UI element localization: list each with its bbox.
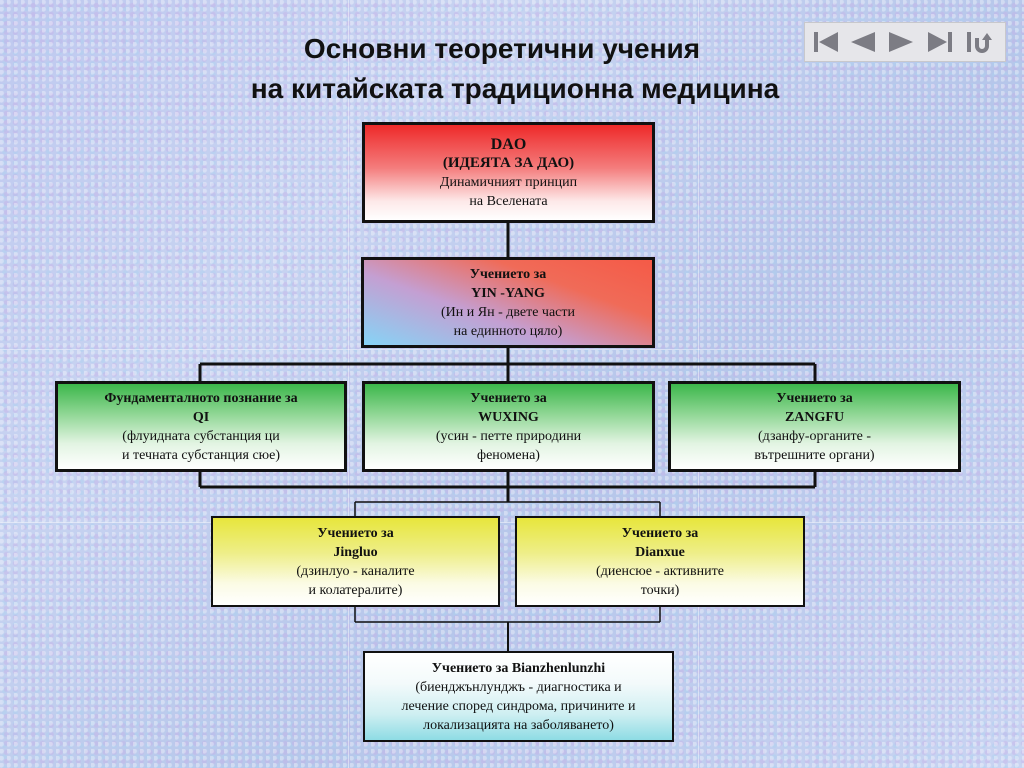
zangfu-heading: Учението за	[776, 390, 853, 406]
bianzhenlunzhi-description-3: локализацията на заболяването)	[423, 717, 614, 733]
dianxue-heading: Учението за	[621, 525, 699, 541]
return-icon[interactable]	[965, 30, 995, 54]
previous-slide-icon[interactable]	[847, 30, 877, 54]
yin-yang-description: (Ин и Ян - двете части	[440, 304, 576, 320]
qi-title: QI	[192, 409, 210, 425]
wuxing-description: (усин - петте природини	[435, 428, 582, 444]
yin-yang-description-2: на единното цяло)	[453, 323, 563, 339]
yin-yang-title: YIN -YANG	[471, 285, 545, 301]
next-slide-icon[interactable]	[887, 30, 917, 54]
dianxue-box: Учението за Dianxue (диенсюе - активните…	[515, 516, 805, 607]
wuxing-title: WUXING	[478, 409, 539, 425]
yin-yang-box: Учението за YIN -YANG (Ин и Ян - двете ч…	[361, 257, 655, 348]
dao-description-2: на Вселената	[469, 193, 548, 209]
qi-description-2: и течната субстанция сюе)	[121, 447, 280, 463]
dianxue-description-2: точки)	[640, 582, 680, 598]
last-slide-icon[interactable]	[925, 30, 955, 54]
jingluo-box: Учението за Jingluo (дзинлуо - каналите …	[211, 516, 500, 607]
background-seam	[0, 522, 1024, 523]
background-seam	[0, 349, 1024, 350]
wuxing-box: Учението за WUXING (усин - петте природи…	[362, 381, 655, 472]
bianzhenlunzhi-title: Учението за Bianzhenlunzhi	[431, 660, 606, 676]
dianxue-description: (диенсюе - активните	[596, 563, 724, 579]
qi-description: (флуидната субстанция ци	[122, 428, 280, 444]
zangfu-title: ZANGFU	[784, 409, 845, 425]
slide-navigation-bar	[804, 22, 1006, 62]
wuxing-heading: Учението за	[470, 390, 547, 406]
qi-heading: Фундаменталното познание за	[104, 390, 298, 406]
dao-box: DAO (ИДЕЯТА ЗА ДАО) Динамичният принцип …	[362, 122, 655, 223]
dianxue-title: Dianxue	[635, 544, 685, 560]
dao-subtitle: (ИДЕЯТА ЗА ДАО)	[442, 154, 575, 171]
bianzhenlunzhi-description-2: лечение според синдрома, причините и	[401, 698, 636, 714]
zangfu-box: Учението за ZANGFU (дзанфу-органите - въ…	[668, 381, 961, 472]
zangfu-description-2: вътрешните органи)	[754, 447, 875, 463]
slide-title-line-2: на китайската традиционна медицина	[250, 73, 780, 104]
dao-title: DAO	[490, 135, 527, 153]
bianzhenlunzhi-description: (биенджънлунджъ - диагностика и	[415, 679, 622, 695]
yin-yang-heading: Учението за	[469, 266, 547, 282]
jingluo-description-2: и колатералите)	[308, 582, 403, 598]
background-seam	[348, 0, 349, 768]
jingluo-heading: Учението за	[317, 525, 394, 541]
qi-box: Фундаменталното познание за QI (флуиднат…	[55, 381, 347, 472]
wuxing-description-2: феномена)	[477, 447, 540, 463]
bianzhenlunzhi-box: Учението за Bianzhenlunzhi (биенджънлунд…	[363, 651, 674, 742]
slide-title-line-1: Основни теоретични учения	[303, 33, 701, 64]
first-slide-icon[interactable]	[811, 30, 841, 54]
jingluo-description: (дзинлуо - каналите	[296, 563, 415, 579]
zangfu-description: (дзанфу-органите -	[757, 428, 871, 444]
dao-description: Динамичният принцип	[439, 174, 578, 190]
jingluo-title: Jingluo	[333, 544, 378, 560]
